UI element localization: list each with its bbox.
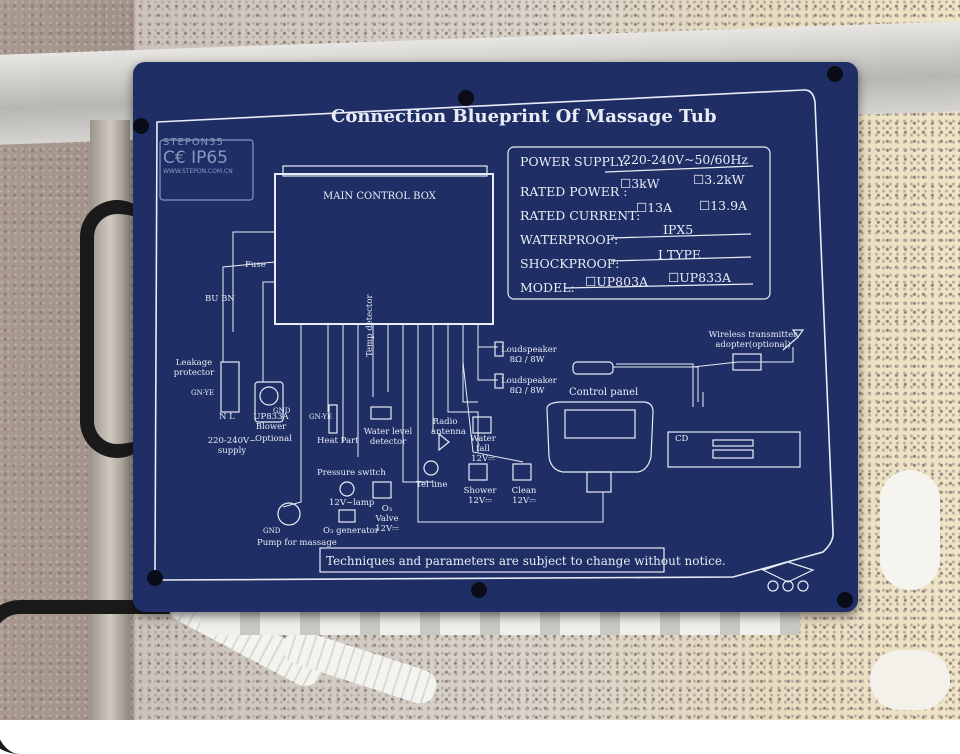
screw-hole xyxy=(458,90,474,106)
screw-hole xyxy=(827,66,843,82)
fuse-label: Fuse xyxy=(245,260,266,270)
spec-label: MODEL: xyxy=(520,280,575,295)
spec-label: SHOCKPROOF: xyxy=(520,256,620,271)
spec-value: 220-240V~50/60Hz xyxy=(623,152,748,167)
radio-antenna-label: Radio antenna xyxy=(431,417,467,437)
blower-label: UP833A Blower xyxy=(253,412,289,432)
water-level-label: Water level detector xyxy=(363,427,413,447)
lamp-label: 12V~lamp xyxy=(329,498,375,508)
leakage-protector-label: Leakage protector xyxy=(173,358,215,378)
screw-hole xyxy=(837,592,853,608)
gnd-label: GND xyxy=(273,407,291,415)
heat-part-label: Heat Part xyxy=(317,436,359,446)
clean-label: Clean 12V⎓ xyxy=(511,486,537,506)
brand-logo: STEPON35 C€ IP65 WWW.STEPON.COM.CN xyxy=(163,137,233,175)
temp-detector-label: Temp detector xyxy=(365,294,375,357)
spec-label: RATED POWER : xyxy=(520,184,628,199)
option-text: 3kW xyxy=(631,176,660,191)
pressure-switch-label: Pressure switch xyxy=(317,468,386,478)
spec-label: WATERPROOF: xyxy=(520,232,619,247)
white-fitting xyxy=(870,650,950,710)
spec-option: ☐3kW xyxy=(620,176,660,191)
spec-option: ☐UP803A xyxy=(585,274,649,289)
optional-label: Optional xyxy=(255,434,292,444)
connection-blueprint-panel: STEPON35 C€ IP65 WWW.STEPON.COM.CN Conne… xyxy=(133,62,858,612)
o3-valve-label: O₃ Valve 12V⎓ xyxy=(375,504,399,534)
spec-label: RATED CURRENT: xyxy=(520,208,641,223)
white-fitting xyxy=(880,470,940,590)
pump-gnd-label: GND xyxy=(263,527,281,535)
control-panel-label: Control panel xyxy=(569,387,639,398)
gn-ye-label: GN-YE xyxy=(191,389,215,397)
o3-generator-label: O₃ generator xyxy=(323,526,379,536)
wireless-transmitter-label: Wireless transmitter adopter(optional) xyxy=(708,330,798,350)
supply-label: 220-240V~ supply xyxy=(207,436,257,456)
brand-url: WWW.STEPON.COM.CN xyxy=(163,168,233,175)
spec-label: POWER SUPPLY: xyxy=(520,154,629,169)
spec-value: IPX5 xyxy=(663,222,694,237)
main-control-box-label: MAIN CONTROL BOX xyxy=(323,191,436,202)
option-text: UP833A xyxy=(679,270,732,285)
shower-label: Shower 12V⎓ xyxy=(463,486,497,506)
screw-hole xyxy=(471,582,487,598)
notice-text: Techniques and parameters are subject to… xyxy=(326,554,726,568)
cd-label: CD xyxy=(675,434,689,444)
option-text: 13A xyxy=(647,200,673,215)
page-title: Connection Blueprint Of Massage Tub xyxy=(331,106,717,127)
screw-hole xyxy=(147,570,163,586)
screw-hole xyxy=(133,118,149,134)
gn-ye-label: GN-YE xyxy=(309,413,333,421)
pump-label: Pump for massage xyxy=(257,538,337,548)
option-text: 3.2kW xyxy=(704,172,745,187)
tel-line-label: Tel line xyxy=(416,480,448,490)
spec-option: ☐13.9A xyxy=(699,198,748,213)
spec-option: ☐3.2kW xyxy=(693,172,745,187)
spec-option: ☐UP833A xyxy=(668,270,732,285)
option-text: UP803A xyxy=(596,274,649,289)
certification-mark: C€ IP65 xyxy=(163,148,228,168)
n-l-label: N L xyxy=(219,412,235,422)
waterfall-label: Water fall 12V⎓ xyxy=(470,434,496,464)
spec-value: I TYPE xyxy=(658,247,702,262)
bu-bn-label: BU BN xyxy=(205,294,235,304)
loudspeaker-label: Loudspeaker 8Ω / 8W xyxy=(501,376,557,396)
brand-name: STEPON35 xyxy=(163,137,224,148)
option-text: 13.9A xyxy=(710,198,748,213)
spec-option: ☐13A xyxy=(636,200,673,215)
loudspeaker-label: Loudspeaker 8Ω / 8W xyxy=(501,345,557,365)
